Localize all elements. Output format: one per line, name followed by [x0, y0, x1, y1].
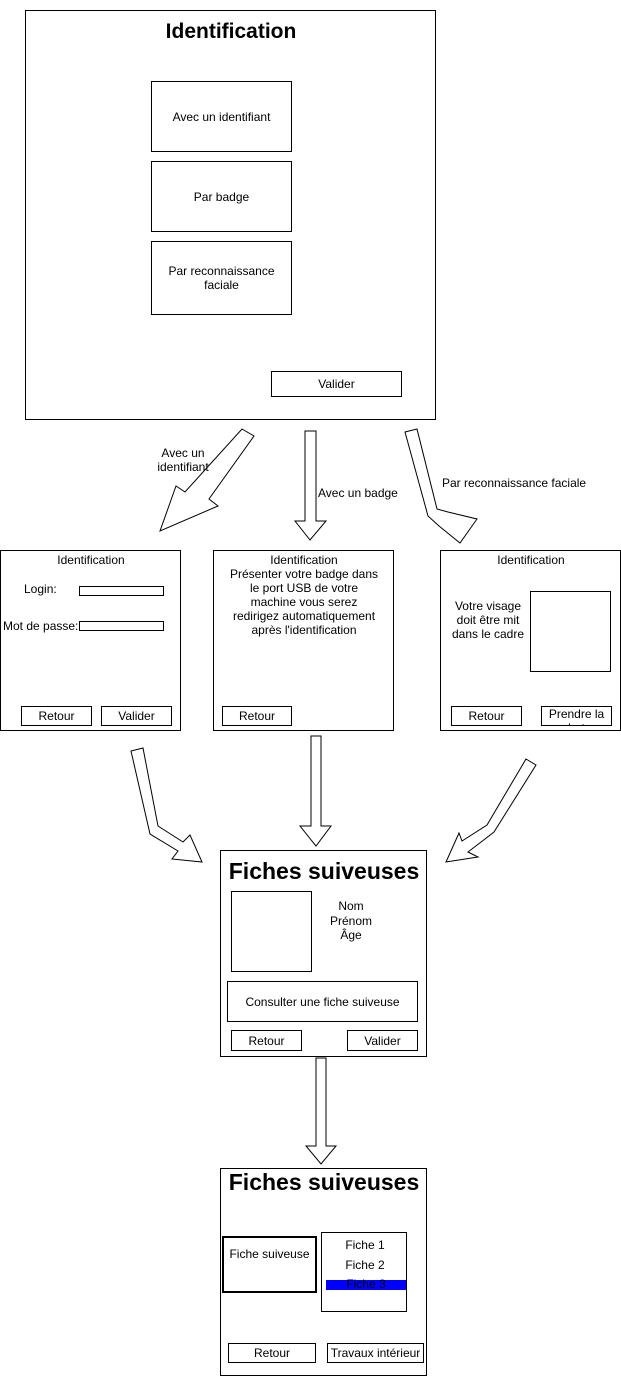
- screen-title: Fiches suiveuses: [228, 1168, 420, 1195]
- screen-title: Identification: [497, 553, 565, 567]
- option-identifier-button[interactable]: Avec un identifiant: [151, 81, 292, 152]
- back-button[interactable]: Retour: [228, 1343, 316, 1363]
- back-button[interactable]: Retour: [222, 706, 292, 726]
- screen-title: Identification: [270, 553, 338, 567]
- camera-frame: [530, 591, 611, 672]
- back-button[interactable]: Retour: [21, 706, 92, 726]
- arrow-face-to-fiches: [445, 758, 537, 863]
- arrow-label-face: Par reconnaissance faciale: [442, 476, 587, 490]
- list-item[interactable]: Fiche 2: [345, 1257, 385, 1272]
- arrow-to-badge: [293, 430, 328, 541]
- screen-badge: Identification Présenter votre badge dan…: [213, 550, 394, 731]
- validate-button[interactable]: Valider: [271, 371, 402, 397]
- screen-login: Identification Login: Mot de passe: Reto…: [0, 550, 181, 731]
- back-button[interactable]: Retour: [231, 1030, 302, 1051]
- screen-fiches: Fiches suiveuses Nom Prénom Âge Consulte…: [220, 850, 427, 1057]
- prenom-label: Prénom: [329, 914, 373, 928]
- consult-fiche-button[interactable]: Consulter une fiche suiveuse: [227, 981, 418, 1022]
- fiche-list: Fiche 1 Fiche 2 Fiche 3: [321, 1232, 407, 1312]
- arrow-login-to-fiches: [130, 747, 203, 863]
- validate-button[interactable]: Valider: [347, 1030, 418, 1051]
- fiche-suiveuse-box[interactable]: Fiche suiveuse: [222, 1236, 317, 1293]
- arrow-badge-to-fiches: [298, 735, 332, 847]
- arrow-fiches-to-fiches2: [304, 1057, 338, 1165]
- arrow-to-face: [404, 428, 478, 544]
- screen-fiches-list: Fiches suiveuses Fiche suiveuse Fiche 1 …: [220, 1168, 427, 1376]
- take-photo-button[interactable]: Prendre la photo: [541, 706, 612, 726]
- screen-identification: Identification Avec un identifiant Par b…: [25, 10, 436, 420]
- screen-title: Identification: [165, 20, 297, 43]
- list-item-selected[interactable]: Fiche 3: [326, 1277, 406, 1291]
- arrow-label-login: Avec un identifiant: [157, 446, 209, 474]
- badge-instructions: Présenter votre badge dans le port USB d…: [229, 567, 379, 637]
- nom-label: Nom: [338, 899, 364, 913]
- password-label: Mot de passe:: [3, 619, 79, 633]
- arrow-label-badge: Avec un badge: [318, 486, 398, 500]
- login-input[interactable]: [79, 586, 164, 596]
- arrow-to-login: [159, 428, 255, 532]
- fiche-suiveuse-label: Fiche suiveuse: [229, 1247, 310, 1261]
- validate-button[interactable]: Valider: [101, 706, 172, 726]
- back-button[interactable]: Retour: [451, 706, 522, 726]
- interior-work-button[interactable]: Travaux intérieur: [327, 1343, 424, 1363]
- login-label: Login:: [24, 582, 57, 596]
- option-badge-button[interactable]: Par badge: [151, 161, 292, 232]
- screen-title: Identification: [57, 553, 125, 567]
- photo-placeholder: [231, 891, 312, 972]
- screen-face: Identification Votre visage doit être mi…: [440, 550, 621, 731]
- option-face-button[interactable]: Par reconnaissance faciale: [151, 241, 292, 315]
- age-label: Âge: [340, 928, 362, 942]
- face-instructions: Votre visage doit être mit dans le cadre: [451, 599, 525, 641]
- list-item[interactable]: Fiche 1: [345, 1237, 385, 1252]
- screen-title: Fiches suiveuses: [228, 857, 420, 884]
- password-input[interactable]: [79, 621, 164, 631]
- take-photo-label: Prendre la photo: [548, 707, 605, 725]
- list-item-selected-label: Fiche 3: [346, 1277, 386, 1291]
